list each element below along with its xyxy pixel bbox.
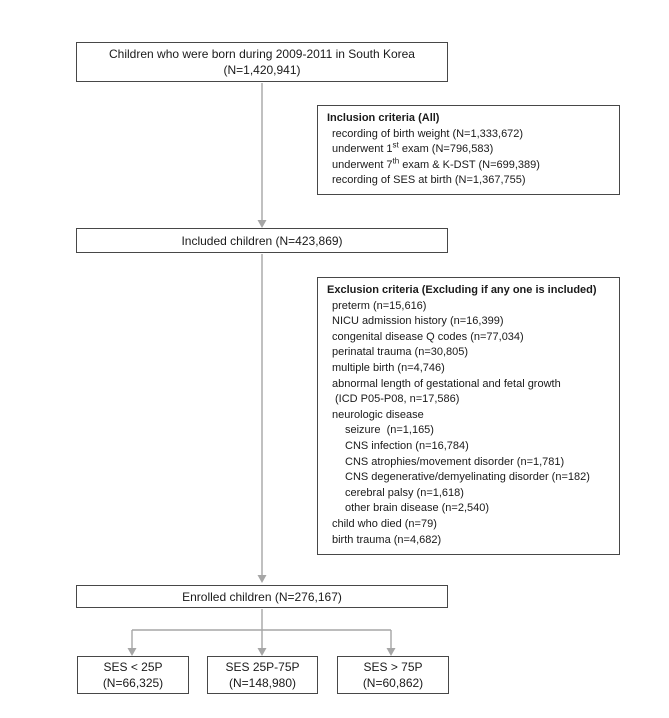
arrowhead-ses-low [127,648,137,656]
node-ses-above-75p: SES > 75P (N=60,862) [337,656,449,694]
node-population: Children who were born during 2009-2011 … [76,42,448,82]
criteria-item: preterm (n=15,616) [332,299,427,312]
node-population-count: (N=1,420,941) [223,63,301,77]
node-population-line1: Children who were born during 2009-2011 … [109,47,415,61]
ses-mid-label: SES 25P-75P [225,660,300,674]
criteria-item: CNS atrophies/movement disorder (n=1,781… [345,455,565,468]
criteria-item: (ICD P05-P08, n=17,586) [335,393,460,406]
criteria-item: seizure (n=1,165) [345,424,434,437]
node-included-children: Included children (N=423,869) [76,228,448,253]
ses-low-count: (N=66,325) [102,676,164,690]
arrowhead-enrolled [257,575,267,583]
inclusion-criteria-list: recording of birth weight (N=1,333,672)u… [327,127,613,189]
inclusion-criteria-title: Inclusion criteria (All) [327,112,440,124]
criteria-item: cerebral palsy (n=1,618) [345,486,464,499]
exclusion-criteria-title: Exclusion criteria (Excluding if any one… [327,284,597,296]
arrowhead-included [257,220,267,228]
criteria-item: recording of birth weight (N=1,333,672) [332,127,524,140]
criteria-item: perinatal trauma (n=30,805) [332,346,469,359]
node-ses-below-25p: SES < 25P (N=66,325) [77,656,189,694]
ses-high-count: (N=60,862) [362,676,424,690]
node-exclusion-criteria: Exclusion criteria (Excluding if any one… [317,277,620,555]
criteria-item: multiple birth (n=4,746) [332,361,445,374]
exclusion-criteria-list: preterm (n=15,616) NICU admission history… [327,299,613,549]
criteria-item: recording of SES at birth (N=1,367,755) [332,174,526,187]
criteria-item: child who died (n=79) [332,517,437,530]
node-enrolled-label: Enrolled children (N=276,167) [182,589,342,604]
criteria-item: NICU admission history (n=16,399) [332,315,504,328]
node-ses-25p-75p: SES 25P-75P (N=148,980) [207,656,318,694]
node-enrolled-children: Enrolled children (N=276,167) [76,585,448,608]
criteria-item: underwent 7th exam & K-DST (N=699,389) [332,156,540,171]
arrowhead-ses-mid [257,648,267,656]
criteria-item: congenital disease Q codes (n=77,034) [332,330,524,343]
criteria-item: abnormal length of gestational and fetal… [332,377,561,390]
ses-high-label: SES > 75P [363,660,423,674]
ses-mid-count: (N=148,980) [228,676,297,690]
criteria-item: neurologic disease [332,408,424,421]
node-inclusion-criteria: Inclusion criteria (All) recording of bi… [317,105,620,195]
criteria-item: birth trauma (n=4,682) [332,533,442,546]
criteria-item: CNS infection (n=16,784) [345,439,469,452]
node-included-label: Included children (N=423,869) [181,233,343,248]
arrowhead-ses-high [386,648,396,656]
criteria-item: other brain disease (n=2,540) [345,502,490,515]
criteria-item: CNS degenerative/demyelinating disorder … [345,471,590,484]
ses-low-label: SES < 25P [103,660,163,674]
criteria-item: underwent 1st exam (N=796,583) [332,140,494,156]
